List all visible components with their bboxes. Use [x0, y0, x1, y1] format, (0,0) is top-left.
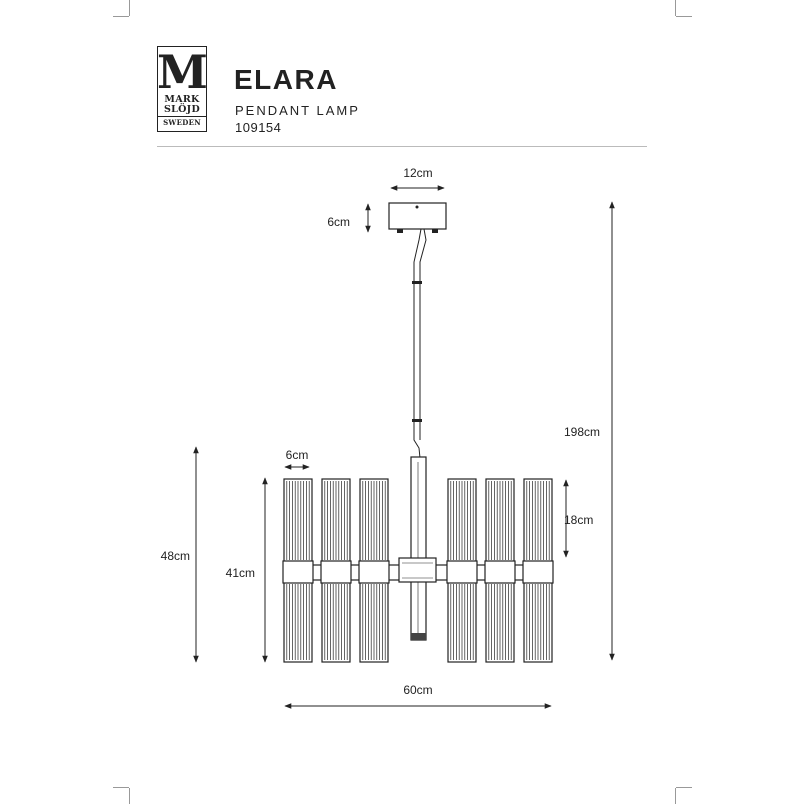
- glass-shade-3: [358, 478, 390, 663]
- product-name: ELARA: [234, 64, 338, 95]
- product-type: PENDANT LAMP: [235, 103, 360, 118]
- dim-label-overall-body-height: 48cm: [161, 549, 190, 563]
- crop-mark-tl-h: [113, 16, 129, 17]
- glass-shade-1: [282, 478, 314, 663]
- dim-label-total-height: 198cm: [564, 425, 600, 439]
- dim-label-canopy-height: 6cm: [327, 215, 350, 229]
- crop-mark-tl-v: [129, 0, 130, 16]
- glass-shade-5: [484, 478, 516, 663]
- ceiling-canopy: [388, 202, 447, 233]
- dimension-labels: 12cm 6cm 198cm 6cm 18cm 48cm 41cm 60cm: [161, 166, 600, 697]
- center-stem: [410, 456, 427, 641]
- glass-shade-6: [522, 478, 554, 663]
- crop-mark-tr-h: [676, 16, 692, 17]
- crop-mark-br-h: [676, 787, 692, 788]
- dim-label-shade-height: 41cm: [226, 566, 255, 580]
- brand-logo-line3: SWEDEN: [158, 116, 206, 127]
- crop-mark-tr-v: [675, 0, 676, 16]
- dim-label-total-width: 60cm: [403, 683, 432, 697]
- glass-shade-4: [446, 478, 478, 663]
- brand-logo-line1: MARK: [164, 94, 200, 105]
- crop-mark-bl-h: [113, 787, 129, 788]
- brand-logo: M MARK SLÖJD SWEDEN: [157, 45, 208, 132]
- glass-shades: [282, 478, 554, 663]
- header-divider: [157, 146, 647, 147]
- dim-label-canopy-width: 12cm: [403, 166, 432, 180]
- glass-shade-2: [320, 478, 352, 663]
- crop-mark-bl-v: [129, 788, 130, 804]
- brand-logo-initial: M: [157, 45, 208, 99]
- dimension-lines: [193, 185, 615, 709]
- suspension-cable: [412, 228, 427, 459]
- dim-label-shade-lower-height: 18cm: [564, 513, 593, 527]
- dim-label-shade-width: 6cm: [286, 448, 309, 462]
- crop-mark-br-v: [675, 788, 676, 804]
- article-number: 109154: [235, 120, 282, 135]
- brand-logo-line2: SLÖJD: [163, 104, 201, 115]
